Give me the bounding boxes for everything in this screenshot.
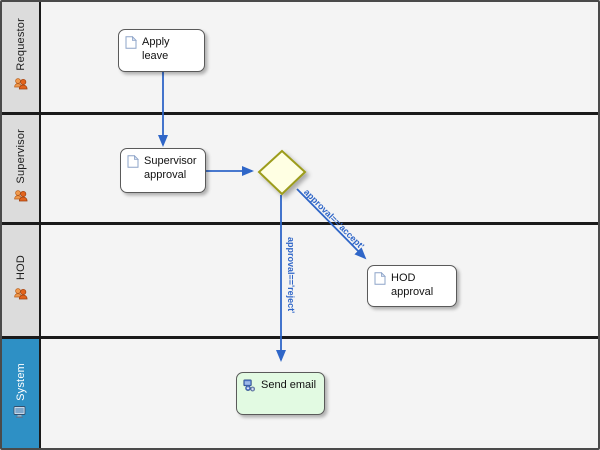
lane-header-supervisor[interactable]: Supervisor (2, 115, 39, 222)
task-label: Send email (261, 379, 317, 391)
task-apply-leave[interactable]: Apply leave (118, 29, 205, 72)
lane-label: HOD (14, 255, 27, 281)
task-label: HOD approval (391, 272, 434, 298)
gateway-diamond[interactable] (257, 149, 307, 196)
lane-label: Supervisor (14, 128, 27, 184)
document-icon (127, 154, 139, 173)
lane-separator (2, 336, 598, 339)
lane-header-system[interactable]: System (2, 339, 39, 448)
lane-label: Requestor (14, 18, 27, 71)
service-gears-icon (243, 379, 256, 397)
document-icon (125, 35, 137, 54)
lane-header-requestor[interactable]: Requestor (2, 2, 39, 112)
people-icon (13, 76, 29, 96)
task-label: Apply leave (142, 36, 170, 62)
edge-label-reject: approval=='reject' (286, 237, 296, 314)
lane-header-hod[interactable]: HOD (2, 225, 39, 336)
task-hod-approval[interactable]: HOD approval (367, 265, 457, 307)
task-label: Supervisor approval (144, 155, 197, 181)
people-icon (13, 188, 29, 208)
people-icon (13, 286, 29, 306)
task-supervisor-approval[interactable]: Supervisor approval (120, 148, 206, 193)
computer-icon (13, 405, 28, 424)
lane-separator (2, 222, 598, 225)
lane-label: System (14, 362, 27, 401)
document-icon (374, 271, 386, 290)
task-send-email[interactable]: Send email (236, 372, 325, 415)
edge-label-accept: approval=='accept' (301, 187, 367, 252)
edge-gateway-to-hod[interactable] (296, 188, 367, 260)
sidebar-divider (39, 2, 41, 448)
lane-separator (2, 112, 598, 115)
